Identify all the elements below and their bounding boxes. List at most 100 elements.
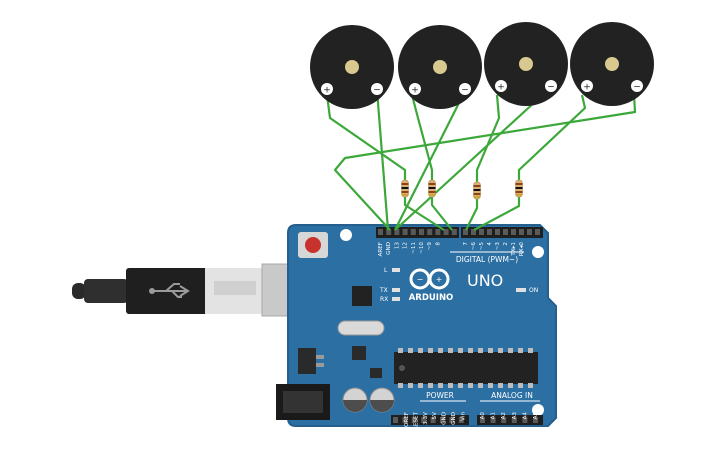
led-rx-label: RX	[380, 296, 388, 303]
arduino-logo: − +	[409, 268, 450, 290]
resistor-0	[401, 179, 409, 198]
power-pin-label-1: RESET	[413, 411, 419, 430]
analog-header	[477, 415, 543, 425]
analog-header-label: ANALOG IN	[491, 391, 533, 400]
power-pin-label-0: IOREF	[404, 412, 410, 429]
capacitor-1	[342, 387, 368, 413]
digital-pin-label-right-1: ~6	[471, 242, 477, 251]
wires	[325, 89, 637, 231]
wire-5	[394, 89, 549, 231]
led-tx-label: TX	[379, 287, 388, 294]
digital-pin-label-right-2: ~5	[479, 242, 485, 251]
analog-pin-labels: A0 A1 A2 A3 A4 A5	[480, 412, 539, 420]
digital-pin-label-left-2: 13	[394, 242, 400, 250]
board-model: UNO	[467, 271, 503, 290]
analog-pin-label-2: A2	[501, 412, 507, 419]
digital-pin-label-right-6: TX▸1	[511, 242, 517, 257]
usb-icon	[149, 283, 190, 298]
buzzers: +−+−+−+−	[310, 22, 654, 109]
buzzer-1-minus-terminal	[459, 83, 471, 95]
wire-6	[517, 94, 587, 180]
power-jack	[276, 384, 330, 420]
piezo-buzzer-3[interactable]: +−	[570, 22, 654, 106]
power-header	[391, 415, 469, 425]
power-pin-label-6: Vin	[460, 412, 466, 421]
power-pin-label-5: GND	[451, 412, 457, 425]
digital-header	[376, 227, 543, 238]
resistor-3	[515, 179, 523, 198]
small-ic	[352, 346, 366, 360]
digital-pin-label-left-4: ~11	[411, 242, 417, 254]
analog-pin-label-0: A0	[480, 412, 486, 420]
wire-8	[403, 196, 445, 231]
wire-9	[430, 196, 453, 231]
digital-pin-label-right-3: 4	[487, 242, 493, 246]
piezo-buzzer-0[interactable]: +−	[310, 25, 394, 109]
digital-pin-label-right-4: ~3	[495, 242, 501, 251]
resistor-1	[428, 179, 436, 198]
buzzer-3-minus-terminal	[631, 80, 643, 92]
analog-pin-label-5: A5	[533, 412, 539, 420]
digital-pin-label-right-0: 7	[463, 242, 469, 246]
buzzer-2-plus-terminal	[495, 80, 507, 92]
digital-pin-label-left-3: 12	[403, 242, 409, 249]
power-header-label: POWER	[426, 391, 454, 400]
analog-pin-label-3: A3	[512, 412, 518, 420]
digital-pin-label-left-5: ~10	[419, 242, 425, 254]
wire-0	[325, 94, 407, 180]
led-on	[516, 288, 526, 292]
board-brand: ARDUINO	[409, 293, 454, 303]
capacitor-2	[369, 387, 395, 413]
svg-text:+: +	[436, 275, 443, 284]
power-pin-label-4: GND	[442, 412, 448, 425]
power-pin-label-3: 5V	[432, 412, 438, 420]
voltage-regulator	[298, 348, 316, 374]
digital-pin-label-right-7: RX◂0	[519, 242, 525, 257]
buzzer-3-minus-label: −	[633, 83, 641, 93]
digital-pin-label-right-5: 2	[503, 242, 509, 246]
transistor	[370, 368, 382, 378]
wire-10	[465, 198, 479, 231]
digital-header-label: DIGITAL (PWM~)	[456, 255, 518, 264]
buzzer-0-minus-terminal	[371, 83, 383, 95]
buzzer-0-plus-terminal	[321, 83, 333, 95]
led-rx	[392, 297, 400, 301]
power-pin-label-2: 3.3V	[423, 412, 429, 425]
digital-pin-label-left-6: ~9	[427, 242, 433, 251]
digital-pin-label-left-1: GND	[386, 242, 392, 255]
buzzer-2-plus-label: +	[497, 83, 505, 93]
reset-button[interactable]	[305, 237, 321, 253]
buzzer-1-plus-terminal	[409, 83, 421, 95]
wire-7	[333, 94, 637, 231]
buzzer-3-plus-label: +	[583, 83, 591, 93]
wire-11	[473, 196, 521, 231]
piezo-buzzer-2[interactable]: +−	[484, 22, 568, 106]
svg-text:−: −	[417, 275, 424, 284]
digital-pin-label-left-7: 8	[435, 242, 441, 246]
piezo-buzzer-1[interactable]: +−	[398, 25, 482, 109]
digital-pin-label-left-0: AREF	[378, 242, 384, 256]
on-label: ON	[529, 287, 538, 294]
analog-pin-label-4: A4	[522, 412, 528, 420]
analog-pin-label-1: A1	[491, 412, 497, 420]
resistors	[401, 179, 523, 200]
led-l	[392, 268, 400, 272]
wire-1	[375, 89, 390, 231]
usb-controller-chip	[352, 286, 372, 306]
atmega-chip	[394, 348, 538, 388]
wire-3	[394, 94, 464, 231]
buzzer-0-minus-label: −	[373, 86, 381, 96]
buzzer-3-plus-terminal	[581, 80, 593, 92]
led-tx	[392, 288, 400, 292]
buzzer-0-plus-label: +	[323, 86, 331, 96]
buzzer-2-minus-label: −	[547, 83, 555, 93]
led-l-label: L	[384, 267, 388, 274]
buzzer-2-minus-terminal	[545, 80, 557, 92]
buzzer-1-plus-label: +	[411, 86, 419, 96]
resistor-2	[473, 181, 481, 200]
